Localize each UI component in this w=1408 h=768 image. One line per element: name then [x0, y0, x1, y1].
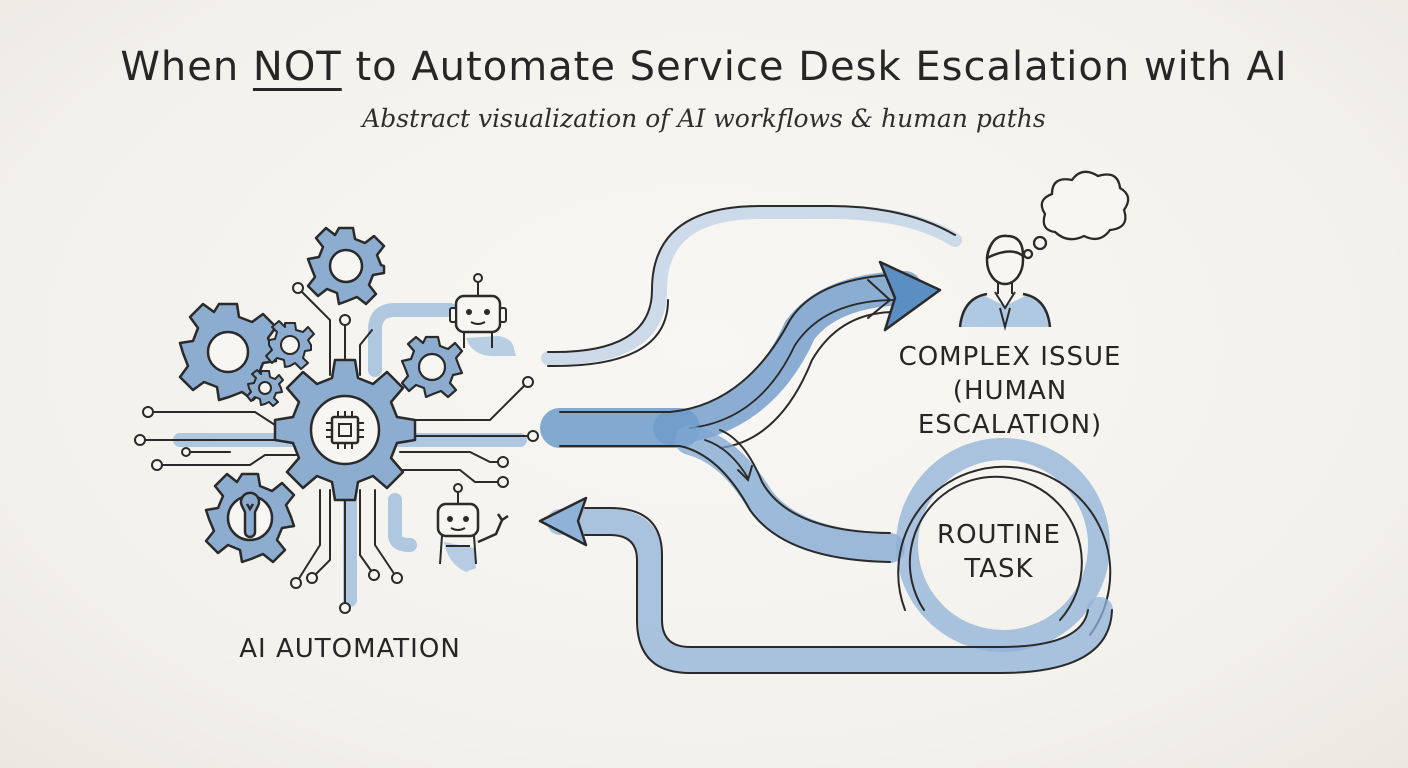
gear-icon [246, 369, 284, 407]
complex-issue-line2: (HUMAN ESCALATION) [917, 376, 1103, 440]
robot-icon [436, 483, 509, 572]
escalation-branch [653, 271, 922, 445]
person-icon [958, 234, 1052, 331]
upper-human-path [541, 205, 962, 366]
title-after: to Automate Service Desk Escalation with… [341, 44, 1288, 90]
routine-task-label: ROUTINE TASK [904, 518, 1094, 586]
return-path [547, 509, 1113, 673]
chip-icon [326, 411, 364, 449]
routine-task-line2: TASK [964, 554, 1034, 584]
title-before: When [120, 44, 253, 90]
wrench-icon [239, 491, 261, 539]
title-emphasis: NOT [252, 44, 342, 90]
gear-icon [265, 320, 315, 370]
circuit-lines [144, 289, 531, 606]
routine-task-line1: ROUTINE [937, 520, 1061, 550]
complex-issue-line1: COMPLEX ISSUE [898, 342, 1122, 372]
routine-loop-icon [896, 438, 1112, 652]
gear-icon [306, 226, 386, 306]
page-subtitle: Abstract visualization of AI workflows &… [362, 104, 1046, 133]
robot-icon [449, 273, 516, 357]
gear-icon [400, 335, 464, 399]
ai-automation-cluster [134, 226, 539, 614]
flow-paths [540, 205, 1113, 674]
routine-branch [675, 425, 905, 563]
arrow-icon [538, 496, 588, 547]
ai-automation-label: AI AUTOMATION [239, 634, 461, 664]
thought-bubble-icon [1022, 170, 1130, 260]
complex-issue-label: COMPLEX ISSUE (HUMAN ESCALATION) [860, 340, 1160, 442]
arrow-icon [878, 260, 942, 332]
circuit-nodes [134, 282, 539, 614]
gear-icon [178, 302, 278, 402]
page-title: When NOT to Automate Service Desk Escala… [0, 44, 1408, 90]
